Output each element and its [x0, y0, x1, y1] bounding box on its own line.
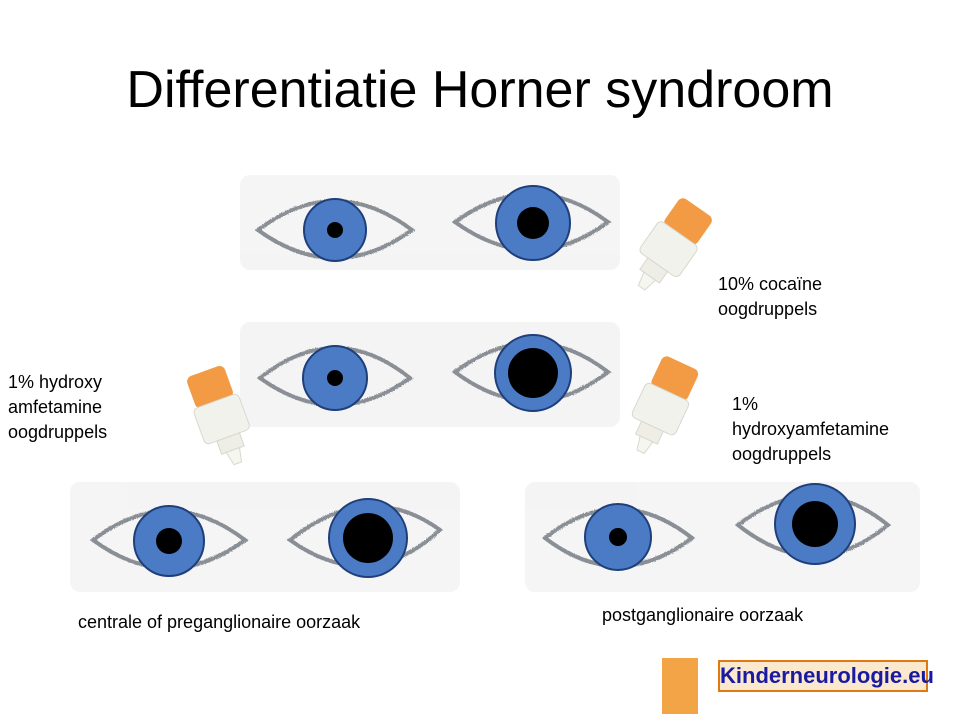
eye-row3-left-b — [286, 498, 444, 578]
label-hydroxy-left-line3: oogdruppels — [8, 422, 108, 442]
label-hydroxy-right: 1% hydroxyamfetamine oogdruppels — [732, 392, 889, 467]
label-cocaine-line1: 10% cocaïne — [718, 274, 823, 294]
eye-row1-right — [451, 185, 612, 261]
dropper-bottle-hydroxy-right — [631, 356, 699, 455]
eye-row3-right-b — [734, 483, 892, 565]
logo-figure-icon — [662, 658, 698, 714]
logo-text: Kinderneurologie.eu — [718, 660, 934, 692]
dropper-bottle-hydroxy-left — [187, 365, 250, 466]
logo: Kinderneurologie.eu — [662, 658, 934, 716]
eye-row3-left-a — [89, 505, 249, 577]
label-hydroxy-left-line1: 1% hydroxy — [8, 372, 103, 392]
label-cocaine-line2: oogdruppels — [718, 299, 818, 319]
eye-row3-right-a — [541, 503, 696, 571]
dropper-bottle-cocaine — [637, 198, 712, 291]
label-central-cause: centrale of preganglionaire oorzaak — [78, 612, 361, 632]
label-postganglionic-cause: postganglionaire oorzaak — [602, 605, 804, 625]
label-hydroxy-right-line3: oogdruppels — [732, 444, 832, 464]
label-hydroxy-right-line2: hydroxyamfetamine — [732, 419, 890, 439]
eye-row2-right — [451, 334, 612, 412]
label-hydroxy-left-line2: amfetamine — [8, 397, 103, 417]
slide-title: Differentiatie Horner syndroom — [126, 61, 834, 119]
label-hydroxy-left: 1% hydroxy amfetamine oogdruppels — [8, 370, 107, 445]
label-cocaine-drops: 10% cocaïne oogdruppels — [718, 272, 822, 322]
eye-row1-left — [254, 198, 416, 262]
eye-row2-left — [256, 345, 414, 411]
label-hydroxy-right-line1: 1% — [732, 394, 759, 414]
